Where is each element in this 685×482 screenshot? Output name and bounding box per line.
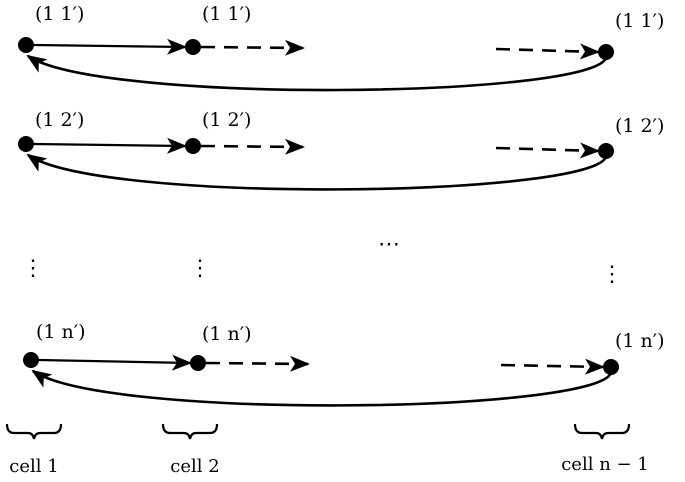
vertical-ellipsis-celln: ⋮ [601, 262, 623, 287]
row-2: (1 2′) (1 2′) (1 2′) [18, 109, 664, 191]
row-2-cell1-node [18, 136, 34, 152]
row-n-dashed-arrow-from-cell2 [205, 355, 310, 372]
row-n-right-label: (1 n′) [615, 330, 665, 352]
row-2-celln-node [598, 143, 614, 159]
row-1-dashed-arrow-to-celln [495, 43, 600, 60]
row-2-mid-label: (1 2′) [202, 109, 251, 131]
row-1-cell2-node [185, 39, 201, 55]
row-n-return-arrow [31, 369, 613, 407]
row-n-left-label: (1 n′) [36, 321, 86, 343]
row-1: (1 1′) (1 1′) (1 1′) [18, 3, 664, 92]
cell-1-label: cell 1 [9, 456, 58, 477]
ellipses: ⋮ ⋮ ⋮ ⋯ [22, 232, 623, 287]
horizontal-ellipsis: ⋯ [378, 232, 400, 257]
row-1-celln-node [598, 44, 614, 60]
cell-2-brace [161, 423, 219, 440]
row-2-left-label: (1 2′) [35, 109, 84, 131]
vertical-ellipsis-cell1: ⋮ [22, 256, 44, 281]
row-1-mid-label: (1 1′) [202, 3, 251, 25]
cell-n-minus-1-label: cell n − 1 [561, 454, 649, 475]
row-2-arrow-cell1-to-cell2 [33, 137, 187, 154]
cell-labels: cell 1 cell 2 cell n − 1 [5, 423, 649, 477]
row-n: (1 n′) (1 n′) (1 n′) [23, 321, 665, 407]
row-2-dashed-arrow-from-cell2 [200, 138, 305, 155]
row-1-return-arrow [26, 54, 608, 92]
row-2-cell2-node [185, 138, 201, 154]
row-1-left-label: (1 1′) [35, 3, 84, 25]
cell-1-brace [5, 423, 63, 440]
row-2-dashed-arrow-to-celln [495, 142, 600, 159]
row-n-cell1-node [23, 352, 39, 368]
row-n-cell2-node [190, 355, 206, 371]
vertical-ellipsis-cell2: ⋮ [189, 256, 211, 281]
row-1-arrow-cell1-to-cell2 [33, 38, 187, 55]
row-1-dashed-arrow-from-cell2 [200, 39, 305, 56]
row-n-dashed-arrow-to-celln [500, 358, 605, 375]
row-n-mid-label: (1 n′) [202, 323, 252, 345]
cell-n-minus-1-brace [573, 423, 631, 440]
row-1-cell1-node [18, 37, 34, 53]
cell-2-label: cell 2 [170, 456, 219, 477]
row-1-right-label: (1 1′) [615, 10, 664, 32]
row-n-celln-node [603, 359, 619, 375]
row-2-right-label: (1 2′) [615, 115, 664, 137]
row-2-return-arrow [26, 153, 608, 191]
row-n-arrow-cell1-to-cell2 [38, 354, 192, 371]
